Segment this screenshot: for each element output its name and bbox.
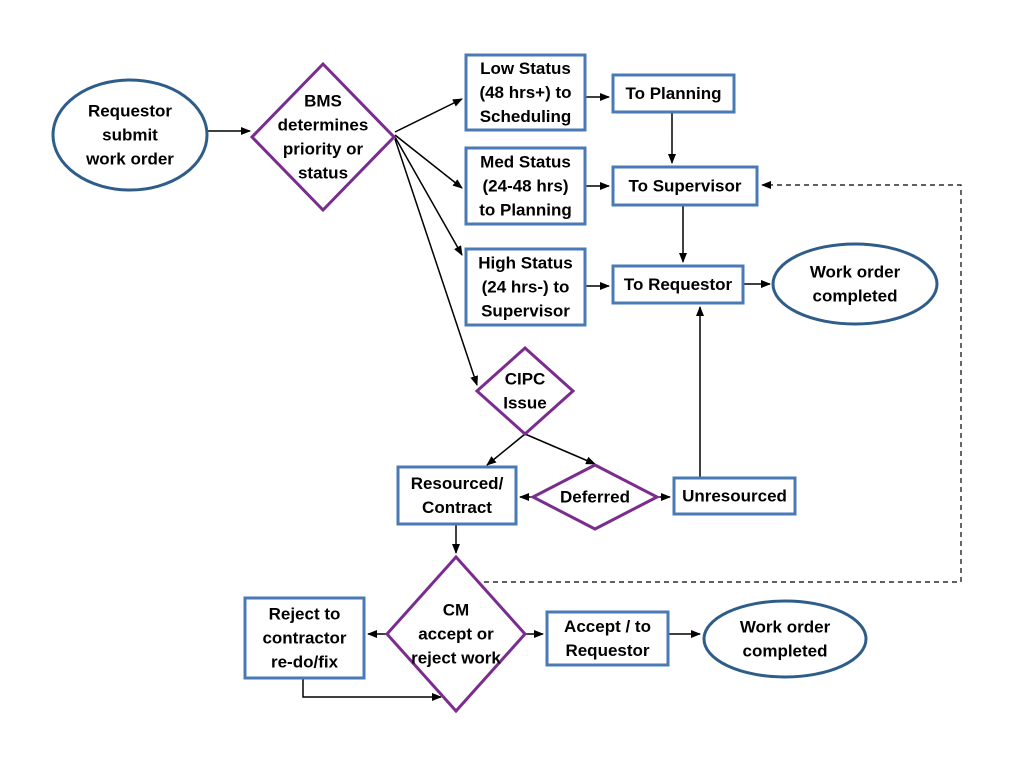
reject-box xyxy=(243,596,366,680)
cipc-label-line: Issue xyxy=(503,394,546,413)
node-resourced: Resourced/Contract xyxy=(396,465,518,526)
reject-label-line: contractor xyxy=(262,629,346,648)
node-accept: Accept / to Requestor xyxy=(545,610,670,667)
low-label-line: Low Status xyxy=(480,59,571,78)
reject-label-line: re-do/fix xyxy=(271,653,339,672)
high-box xyxy=(464,247,587,327)
med-box xyxy=(464,146,587,226)
connector-layer xyxy=(207,93,962,701)
arrow-bms-to-cipc xyxy=(394,138,478,386)
high-label-line: Supervisor xyxy=(481,302,570,321)
resourced-box xyxy=(396,465,518,526)
completed1-label-line: Work order xyxy=(810,263,901,282)
node-completed1: Work order completed xyxy=(771,242,939,326)
resourced-label-line: Contract xyxy=(422,498,492,517)
cm-diamond xyxy=(384,554,528,714)
low-label-line: (48 hrs+) to xyxy=(479,83,571,102)
high-label-line: (24 hrs-) to xyxy=(482,278,570,297)
unresourced-label-line: Unresourced xyxy=(682,487,787,506)
to-supervisor-box xyxy=(611,165,759,207)
high-label-line: High Status xyxy=(478,254,572,273)
node-to-requestor: To Requestor xyxy=(611,264,745,305)
resourced-label-line: Resourced/ xyxy=(411,474,504,493)
cm-label-line: CM xyxy=(443,601,469,620)
requestor-label-line: work order xyxy=(85,150,174,169)
completed2-ellipse xyxy=(702,599,868,679)
med-label-line: to Planning xyxy=(479,201,572,220)
node-layer: Requestor submit work order BMS determines pr… xyxy=(51,53,939,714)
arrow-bms-to-high xyxy=(394,136,463,256)
completed2-label-line: completed xyxy=(742,642,827,661)
node-requestor: Requestor submit work order xyxy=(51,78,209,192)
bms-label-line: status xyxy=(298,164,348,183)
accept-label-line: Accept / to xyxy=(564,617,651,636)
bms-label-line: determines xyxy=(278,116,369,135)
node-cm: CM accept or reject work xyxy=(384,554,528,714)
bms-label-line: priority or xyxy=(283,140,364,159)
to-planning-label-line: To Planning xyxy=(625,84,721,103)
node-to-supervisor: To Supervisor xyxy=(611,165,759,207)
completed2-label-line: Work order xyxy=(740,618,831,637)
reject-label-line: Reject to xyxy=(269,605,341,624)
cm-label-line: reject work xyxy=(411,649,501,668)
node-med: Med Status (24-48 hrs) to Planning xyxy=(464,146,587,226)
med-label-line: (24-48 hrs) xyxy=(483,177,569,196)
med-label-line: Med Status xyxy=(480,153,571,172)
accept-box xyxy=(545,610,670,667)
completed1-label-line: completed xyxy=(812,287,897,306)
to-supervisor-label-line: To Supervisor xyxy=(628,177,741,196)
cipc-label-line: CIPC xyxy=(505,370,546,389)
bms-diamond xyxy=(249,61,397,213)
requestor-label-line: Requestor xyxy=(88,102,172,121)
completed1-ellipse xyxy=(771,242,939,326)
arrow-bms-to-low xyxy=(394,98,463,133)
cipc-diamond xyxy=(474,345,576,437)
node-to-planning: To Planning xyxy=(611,73,736,114)
arrow-reject-to-cm xyxy=(302,678,442,701)
node-low: Low Status (48 hrs+) to Scheduling xyxy=(464,53,587,132)
node-deferred: Deferred xyxy=(529,463,661,531)
node-high: High Status (24 hrs-) to Supervisor xyxy=(464,247,587,327)
low-label-line: Scheduling xyxy=(480,107,572,126)
arrow-cipc-to-resourced xyxy=(486,433,526,466)
arrow-cm-to-to-supervisor xyxy=(484,181,962,583)
unresourced-box xyxy=(672,476,797,516)
bms-label-line: BMS xyxy=(304,92,342,111)
node-reject: Reject to contractor re-do/fix xyxy=(243,596,366,680)
cm-label-line: accept or xyxy=(418,625,494,644)
requestor-ellipse xyxy=(51,78,209,192)
requestor-label-line: submit xyxy=(102,126,158,145)
node-completed2: Work order completed xyxy=(702,599,868,679)
arrow-bms-to-med xyxy=(394,134,463,189)
node-unresourced: Unresourced xyxy=(672,476,797,516)
deferred-label-line: Deferred xyxy=(560,488,630,507)
accept-label-line: Requestor xyxy=(565,641,649,660)
to-planning-box xyxy=(611,73,736,114)
deferred-diamond xyxy=(529,463,661,531)
arrow-cipc-to-deferred xyxy=(524,433,596,465)
to-requestor-box xyxy=(611,264,745,305)
low-box xyxy=(464,53,587,132)
node-bms: BMS determines priority or status xyxy=(249,61,397,213)
node-cipc: CIPC Issue xyxy=(474,345,576,437)
to-requestor-label-line: To Requestor xyxy=(624,275,733,294)
